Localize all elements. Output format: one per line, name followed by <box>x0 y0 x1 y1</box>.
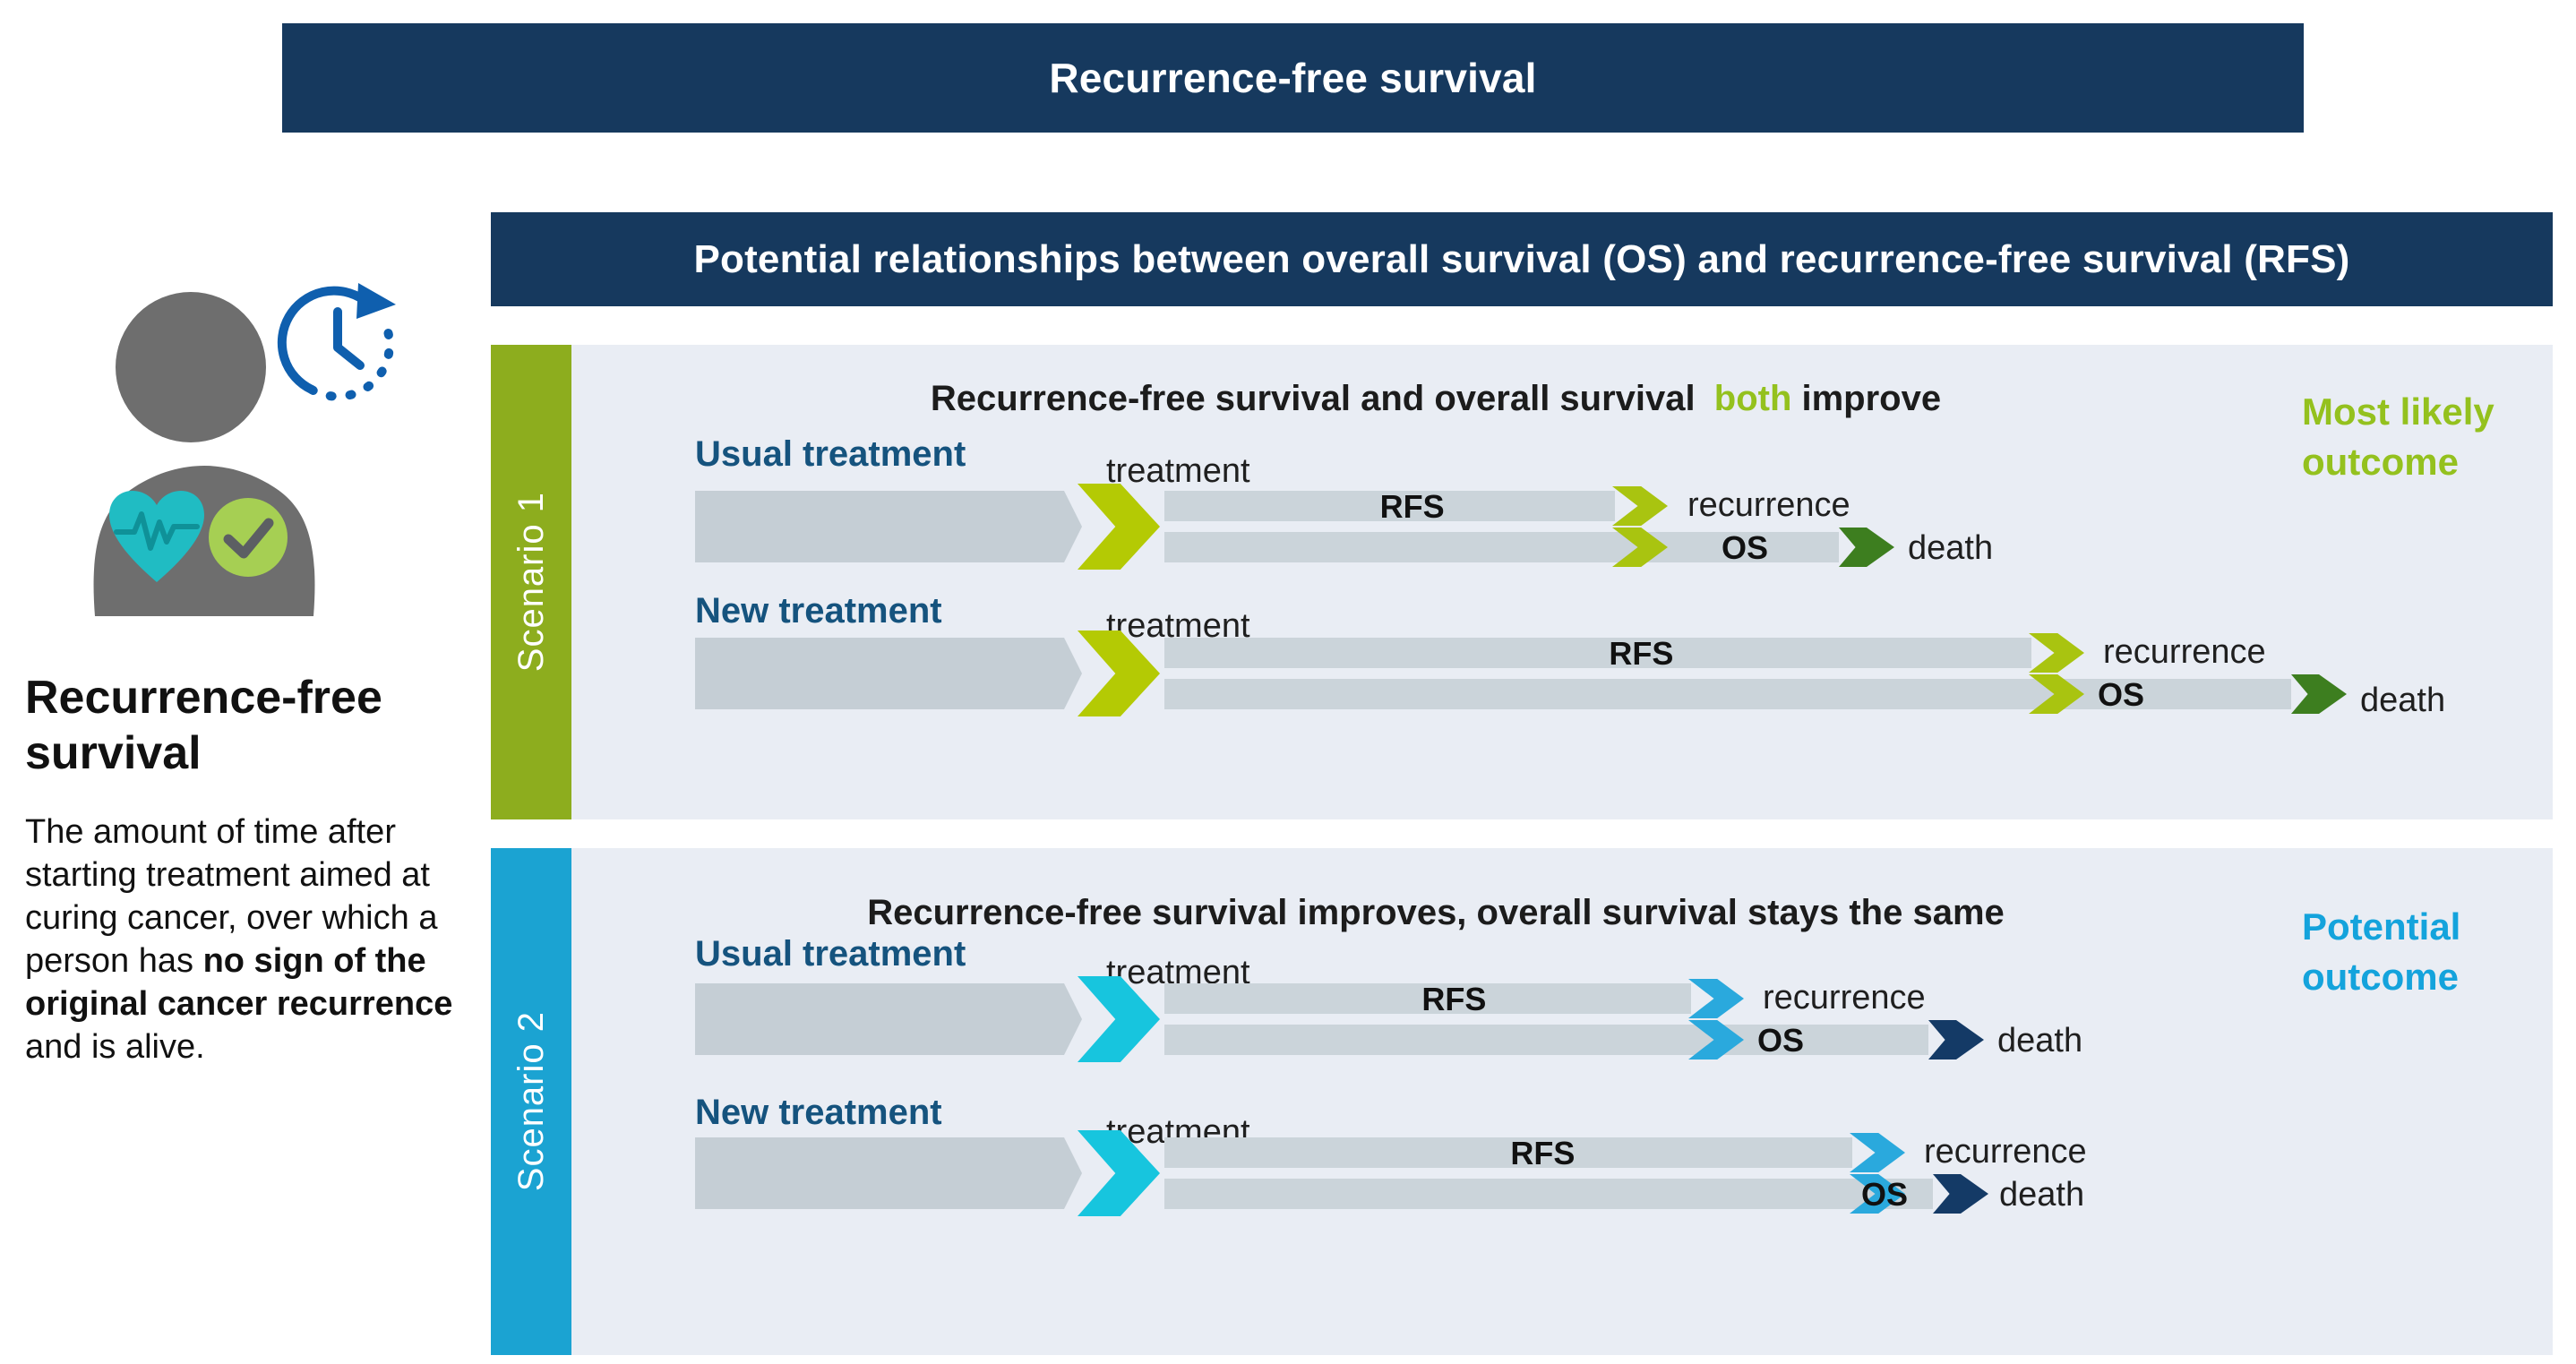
scenario-2-usual-treatment-row: Usual treatment treatment RFS recurrence… <box>491 848 2553 1355</box>
pre-treatment-bar <box>695 491 1082 562</box>
os-recurrence-chevron <box>1612 528 1668 567</box>
rfs-bar-label: RFS <box>1510 1135 1576 1171</box>
treatment-start-chevron <box>1078 484 1160 570</box>
pre-treatment-bar <box>695 638 1082 709</box>
treatment-start-chevron <box>1078 631 1160 716</box>
os-bar-label: OS <box>2097 676 2145 713</box>
scenario-1-title: Recurrence-free survival and overall sur… <box>571 379 2300 419</box>
definition-text-start: The amount of time after starting treatm… <box>25 813 438 980</box>
definition-text-bold: no sign of the original cancer recurrenc… <box>25 942 453 1023</box>
rfs-bar-label: RFS <box>1379 488 1445 525</box>
os-bar <box>1164 532 1839 562</box>
scenario-1-usual-treatment-row: Usual treatment treatment RFS recurrence… <box>491 345 2553 819</box>
death-label: death <box>1997 1022 2083 1059</box>
pre-treatment-bar <box>695 983 1082 1055</box>
relationships-title: Potential relationships between overall … <box>693 236 2350 281</box>
definition-text: The amount of time after starting treatm… <box>25 811 466 1068</box>
rfs-bar-label: RFS <box>1421 981 1487 1017</box>
os-bar <box>1164 679 2291 709</box>
recurrence-label: recurrence <box>1763 979 1926 1017</box>
scenario-1-outcome-label: Most likely outcome <box>2302 390 2494 483</box>
os-bar-label: OS <box>1721 529 1769 566</box>
rfs-bar: RFS <box>1164 981 1691 1017</box>
rfs-bar: RFS <box>1164 635 2031 672</box>
treatment-start-chevron <box>1078 1130 1160 1216</box>
clock-icon <box>277 283 396 401</box>
recurrence-label: recurrence <box>1924 1133 2087 1171</box>
scenario-2-title-text: Recurrence-free survival improves, overa… <box>867 893 2005 932</box>
treatment-point-label: treatment <box>1106 452 1250 490</box>
death-label: death <box>2360 682 2446 719</box>
pre-treatment-bar <box>695 1137 1082 1209</box>
os-bar <box>1164 1179 1933 1209</box>
check-icon <box>223 518 274 559</box>
os-bar-label: OS <box>1756 1022 1805 1059</box>
recurrence-chevron <box>1612 486 1668 526</box>
death-chevron <box>2291 674 2347 714</box>
scenario-2-outcome-label: Potential outcome <box>2302 905 2461 998</box>
rfs-bar-label: RFS <box>1609 635 1674 672</box>
definition-title: Recurrence-free survival <box>25 672 382 779</box>
os-bar-label: OS <box>1860 1176 1909 1213</box>
treatment-arm-label: Usual treatment <box>695 434 966 474</box>
death-label: death <box>1999 1176 2085 1214</box>
scenario-1-title-tail: improve <box>1791 379 1942 418</box>
death-chevron <box>1928 1020 1984 1059</box>
treatment-start-chevron <box>1078 976 1160 1062</box>
recurrence-label: recurrence <box>2103 633 2266 671</box>
treatment-arm-label: Usual treatment <box>695 934 966 974</box>
main-title: Recurrence-free survival <box>1049 55 1537 101</box>
os-recurrence-chevron <box>1688 1020 1744 1059</box>
scenario-1-title-text: Recurrence-free survival and overall sur… <box>930 379 1705 418</box>
scenario-1-panel: Scenario 1 Recurrence-free survival and … <box>491 345 2553 819</box>
main-title-banner: Recurrence-free survival <box>282 23 2304 133</box>
patient-recovery-icon <box>93 283 396 616</box>
person-head <box>116 292 266 442</box>
recurrence-label: recurrence <box>1687 486 1850 524</box>
os-bar <box>1164 1025 1928 1055</box>
death-label: death <box>1908 529 1994 567</box>
scenario-2-sidebar: Scenario 2 <box>491 848 571 1355</box>
recurrence-chevron <box>2029 633 2084 673</box>
scenario-1-new-treatment-row: New treatment treatment RFS recurrence O… <box>491 345 2553 819</box>
scenario-1-title-highlight: both <box>1713 379 1792 418</box>
relationships-banner: Potential relationships between overall … <box>491 212 2553 306</box>
recurrence-chevron <box>1850 1133 1905 1172</box>
check-badge <box>209 498 288 577</box>
scenario-1-sidebar: Scenario 1 <box>491 345 571 819</box>
scenario-2-title: Recurrence-free survival improves, overa… <box>571 893 2300 933</box>
death-chevron <box>1839 528 1894 567</box>
rfs-bar: RFS <box>1164 1135 1852 1171</box>
os-recurrence-chevron <box>2029 674 2084 714</box>
os-recurrence-chevron <box>1850 1174 1905 1214</box>
rfs-bar: RFS <box>1164 488 1615 525</box>
scenario-2-panel: Scenario 2 Recurrence-free survival impr… <box>491 848 2553 1355</box>
ecg-line <box>114 511 200 551</box>
scenario-2-new-treatment-row: New treatment treatment RFS recurrence O… <box>491 848 2553 1355</box>
death-chevron <box>1933 1174 1988 1214</box>
treatment-arm-label: New treatment <box>695 1093 942 1132</box>
definition-panel: Recurrence-free survival The amount of t… <box>0 0 491 1364</box>
definition-text-end: and is alive. <box>25 1028 205 1066</box>
recurrence-chevron <box>1688 979 1744 1018</box>
treatment-arm-label: New treatment <box>695 591 942 631</box>
